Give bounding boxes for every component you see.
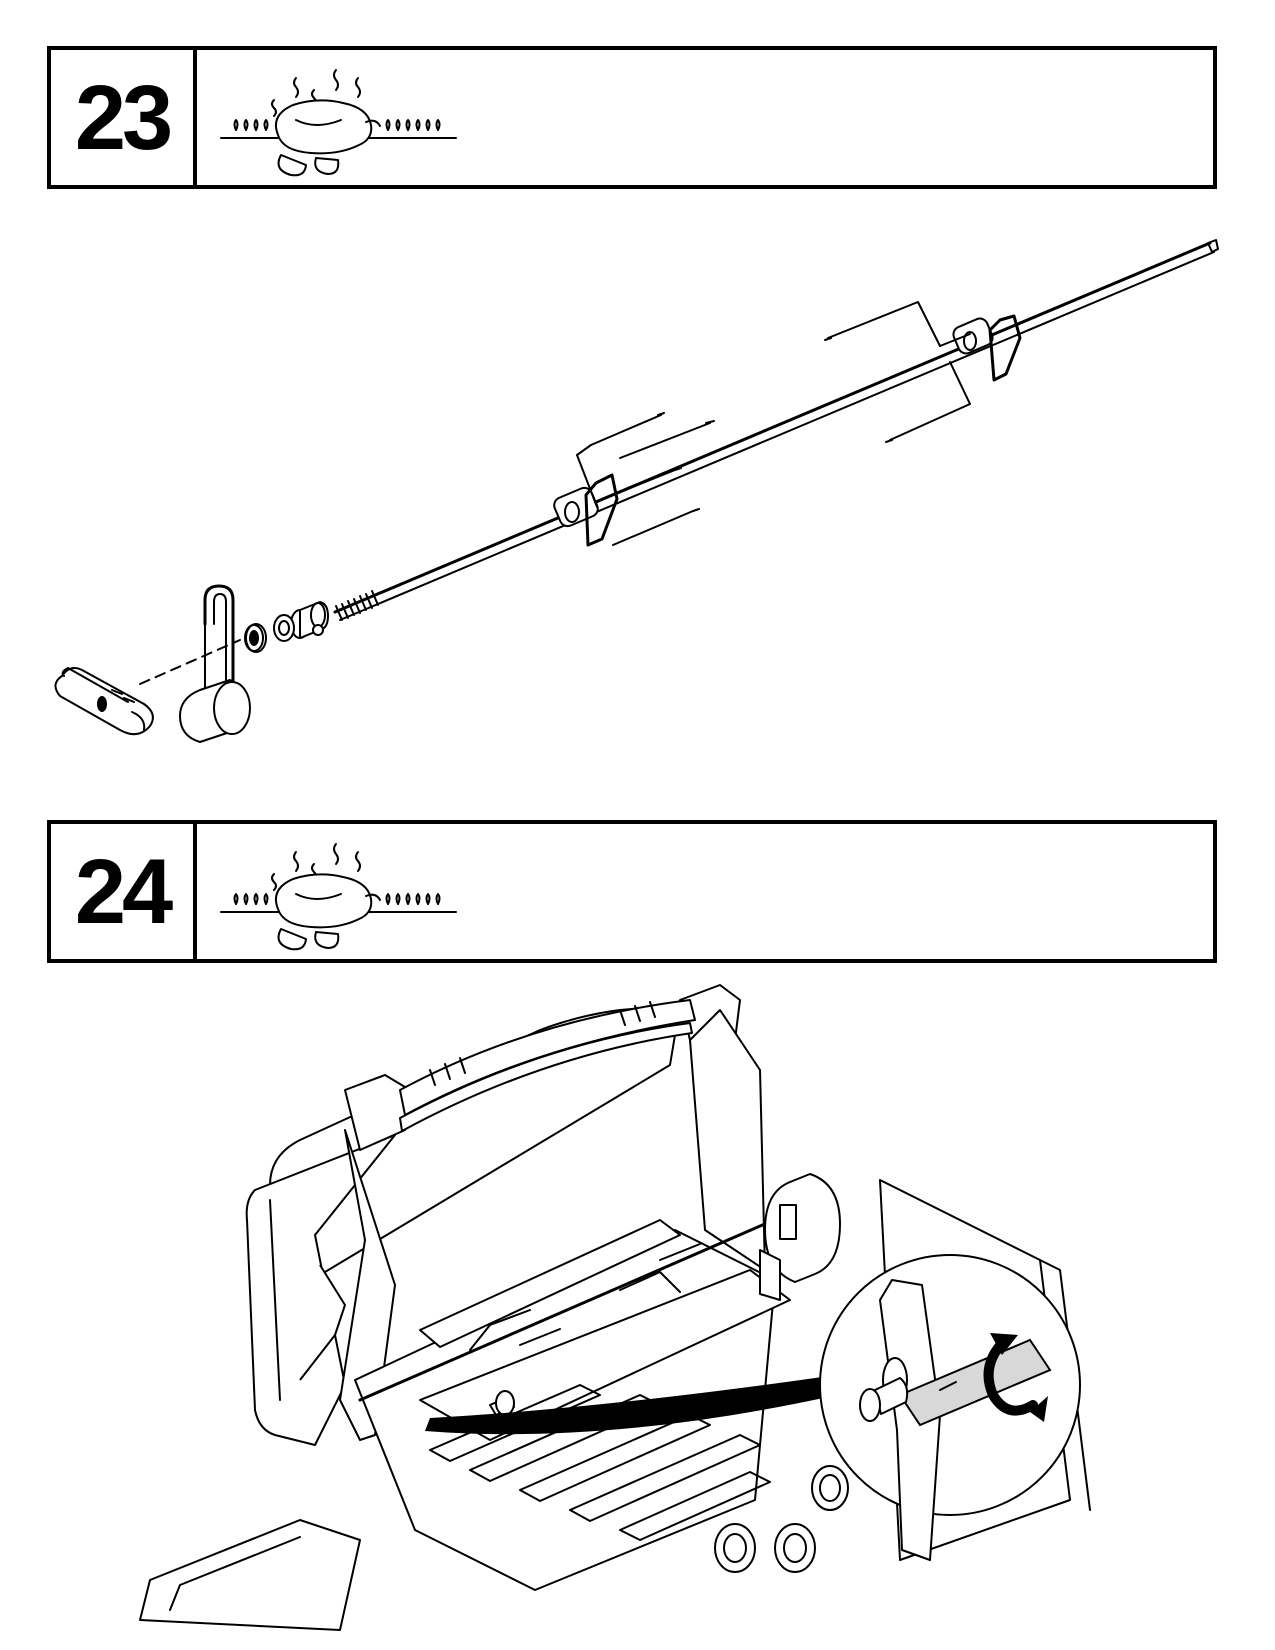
rotisserie-chicken-icon	[220, 843, 457, 951]
alignment-line	[139, 639, 241, 685]
detail-pointer	[425, 1373, 855, 1435]
grill-lid	[245, 984, 766, 1446]
step-number: 23	[51, 50, 197, 185]
spit-rod	[333, 239, 1219, 621]
spit-collar	[273, 601, 329, 642]
grill-firebox	[354, 1219, 791, 1591]
step-23-header: 23	[47, 46, 1217, 189]
spit-handle	[179, 584, 251, 743]
grill-side-shelf	[139, 1179, 1091, 1631]
step-number: 24	[51, 824, 197, 959]
step-24-header: 24	[47, 820, 1217, 963]
rotisserie-spit-assembly-diagram	[54, 239, 1219, 743]
detail-inset	[819, 1254, 1081, 1561]
rotisserie-chicken-icon	[220, 69, 457, 177]
spit-washer	[244, 623, 267, 653]
installed-spit-rod	[358, 1198, 822, 1416]
rotisserie-motor	[759, 1173, 841, 1301]
spit-grip-knob	[54, 667, 154, 736]
spit-fork-far	[824, 301, 1022, 443]
spit-fork-near	[553, 412, 715, 547]
grill-control-knobs	[714, 1465, 849, 1573]
